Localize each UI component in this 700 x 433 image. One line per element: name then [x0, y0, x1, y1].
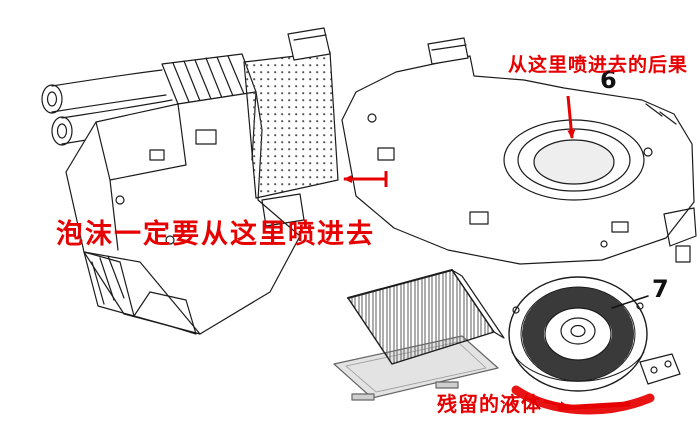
annotation-spray-consequence: 从这里喷进去的后果	[508, 53, 688, 76]
blower-motor-drawing	[508, 276, 681, 392]
residual-liquid-smear-2	[557, 401, 631, 411]
arrow-down-icon	[566, 95, 576, 139]
annotation-foam-must-spray-here: 泡沫一定要从这里喷进去	[56, 218, 375, 250]
callout-part7: 7	[652, 275, 669, 303]
blower-opening	[503, 119, 645, 201]
cabin-filter-drawing	[333, 269, 505, 401]
annotations-layer	[343, 95, 655, 415]
fan-blades	[522, 287, 634, 381]
heater-unit-drawing	[41, 53, 301, 335]
residual-liquid-smear	[511, 385, 655, 415]
part7-leader-line	[611, 295, 649, 309]
annotation-residual-liquid: 残留的液体	[437, 392, 542, 416]
callout-part6: 6	[600, 66, 617, 94]
foam-injection-panel-drawing	[243, 27, 339, 227]
blower-housing-drawing	[341, 37, 697, 265]
